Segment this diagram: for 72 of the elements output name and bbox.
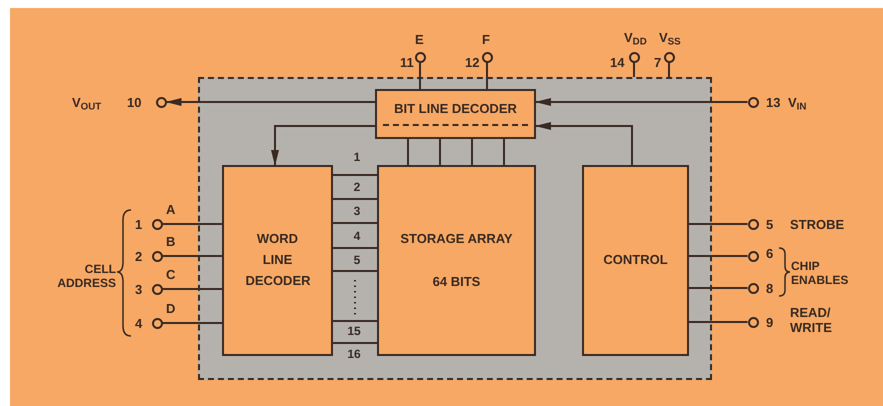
pin-label: D xyxy=(166,301,176,316)
group-label: CELL ADDRESS xyxy=(56,262,116,290)
word-line-number: 3 xyxy=(352,204,362,218)
pin-label: 4 xyxy=(135,316,142,331)
connector-line xyxy=(689,223,748,225)
connector-line xyxy=(333,320,377,322)
connector-line xyxy=(333,270,377,272)
pin-label: 12 xyxy=(465,55,480,70)
pin-label: V$_{SS}$ xyxy=(659,30,681,50)
connector-line xyxy=(689,287,748,289)
connector-line xyxy=(333,174,377,176)
pin-label: E xyxy=(415,32,424,47)
connector-line xyxy=(162,223,222,225)
arrow xyxy=(271,125,375,166)
connector-line xyxy=(419,62,421,89)
connector-line xyxy=(439,139,441,165)
pin-label: 2 xyxy=(135,249,142,264)
pin-label: 14 xyxy=(610,55,624,70)
arrow xyxy=(535,98,748,106)
pin-label: 1 xyxy=(135,217,142,232)
block-label: 64 BITS xyxy=(432,272,480,290)
connector-line xyxy=(162,255,222,257)
pin-label: STROBE xyxy=(790,217,844,232)
pin-label: 10 xyxy=(127,95,142,110)
arrow xyxy=(535,122,633,165)
pin-label: 6 xyxy=(766,246,774,261)
connector-line xyxy=(162,322,222,324)
function-block xyxy=(377,165,536,356)
connector-line xyxy=(333,342,377,344)
chip-outline xyxy=(198,77,712,380)
pin-label: 11 xyxy=(400,55,414,70)
block-label: BIT LINE DECODER xyxy=(394,100,517,118)
connector-line xyxy=(503,139,505,165)
block-label: STORAGE ARRAY xyxy=(400,230,513,248)
pin-label: READ/ WRITE xyxy=(790,305,833,335)
word-line-number: 16 xyxy=(346,347,362,361)
connector-line xyxy=(668,62,670,77)
pin-label: 13 xyxy=(766,95,780,110)
pin-label: C xyxy=(166,267,176,282)
connector-line xyxy=(407,139,409,165)
connector-line xyxy=(333,247,377,249)
connector-line xyxy=(162,288,222,290)
arrow xyxy=(166,98,375,106)
connector-line xyxy=(689,321,748,323)
pin-label: 3 xyxy=(135,282,142,297)
function-block xyxy=(222,165,333,356)
word-line-number: 1 xyxy=(352,150,362,164)
pin-label: 5 xyxy=(766,217,774,232)
block-label: CONTROL xyxy=(603,251,668,270)
word-line-number: 2 xyxy=(352,180,362,194)
pin-label: V$_{OUT}$ xyxy=(72,95,102,114)
connector-line xyxy=(633,62,635,77)
connector-line xyxy=(486,62,488,89)
pin-label: F xyxy=(482,32,490,47)
pin-label: 9 xyxy=(766,315,774,330)
pin-label: B xyxy=(166,234,176,249)
word-line-number: 15 xyxy=(346,324,362,338)
connector-line xyxy=(333,198,377,200)
connector-line xyxy=(333,222,377,224)
word-line-number: 5 xyxy=(352,253,362,267)
word-line-number: 4 xyxy=(352,229,362,243)
pin-label: V$_{DD}$ xyxy=(624,30,647,50)
connector-line xyxy=(471,139,473,165)
pin-label: 8 xyxy=(766,281,774,296)
pin-label: A xyxy=(166,202,176,217)
pin-label: 7 xyxy=(654,55,662,70)
pin-label: V$_{IN}$ xyxy=(788,95,806,114)
block-label: WORD LINE DECODER xyxy=(246,230,310,290)
group-label: CHIP ENABLES xyxy=(791,259,850,287)
connector-line xyxy=(689,255,748,257)
function-block xyxy=(582,165,689,356)
function-block xyxy=(375,89,536,139)
